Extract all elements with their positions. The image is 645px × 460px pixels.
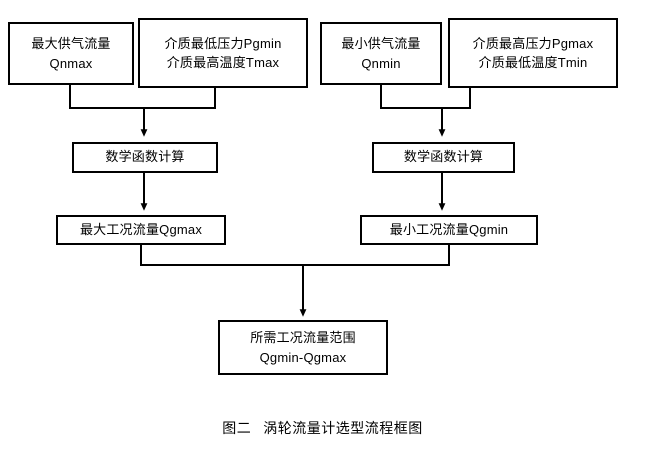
node-max-pressure-min-temp[interactable]: 介质最高压力Pgmax 介质最低温度Tmin — [448, 18, 618, 88]
node-max-supply-flow-line2: Qnmax — [49, 55, 93, 71]
node-max-pressure-min-temp-line1: 介质最高压力Pgmax — [472, 35, 594, 51]
node-math-calc-left-label: 数学函数计算 — [105, 149, 185, 165]
node-min-supply-flow-line1: 最小供气流量 — [341, 36, 421, 51]
node-required-flow-range-line2: Qgmin-Qgmax — [259, 349, 347, 365]
node-max-working-flow-label: 最大工况流量Qgmax — [79, 221, 203, 237]
node-required-flow-range-line1: 所需工况流量范围 — [250, 330, 356, 345]
node-max-supply-flow-line1: 最大供气流量 — [31, 36, 111, 51]
figure-caption-text: 涡轮流量计选型流程框图 — [263, 420, 423, 436]
connector-bottom-merge — [140, 245, 450, 317]
node-required-flow-range[interactable]: 所需工况流量范围 Qgmin-Qgmax — [218, 320, 388, 375]
node-max-supply-flow[interactable]: 最大供气流量 Qnmax — [8, 22, 134, 85]
figure-caption-number: 图二 — [222, 420, 252, 436]
connector-right-merge — [380, 85, 471, 137]
node-min-working-flow[interactable]: 最小工况流量Qgmin — [360, 215, 538, 245]
node-max-working-flow[interactable]: 最大工况流量Qgmax — [56, 215, 226, 245]
node-min-supply-flow[interactable]: 最小供气流量 Qnmin — [320, 22, 442, 85]
connector-left-merge — [69, 85, 216, 137]
node-min-working-flow-label: 最小工况流量Qgmin — [389, 221, 509, 237]
figure-caption: 图二涡轮流量计选型流程框图 — [0, 418, 645, 438]
node-max-pressure-min-temp-line2: 介质最低温度Tmin — [478, 55, 588, 70]
node-min-supply-flow-line2: Qnmin — [361, 55, 401, 71]
node-math-calc-left[interactable]: 数学函数计算 — [72, 142, 218, 173]
node-min-pressure-max-temp-line1: 介质最低压力Pgmin — [164, 35, 282, 51]
node-math-calc-right[interactable]: 数学函数计算 — [372, 142, 515, 173]
node-math-calc-right-label: 数学函数计算 — [403, 149, 484, 165]
node-min-pressure-max-temp[interactable]: 介质最低压力Pgmin 介质最高温度Tmax — [138, 18, 308, 88]
node-min-pressure-max-temp-line2: 介质最高温度Tmax — [166, 55, 280, 70]
